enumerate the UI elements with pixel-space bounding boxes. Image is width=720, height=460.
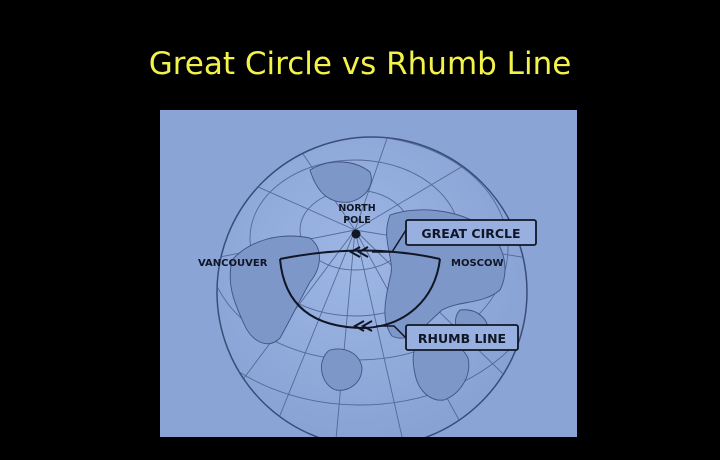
globe-diagram: NORTH POLE VANCOUVER MOSCOW GREAT CIRC bbox=[198, 136, 537, 437]
north-pole-marker bbox=[351, 229, 361, 239]
slide-title: Great Circle vs Rhumb Line bbox=[148, 46, 572, 82]
north-pole-label-line1: NORTH bbox=[338, 203, 375, 214]
moscow-label: MOSCOW bbox=[451, 258, 504, 269]
great-circle-leader bbox=[372, 229, 407, 253]
great-circle-callout-box bbox=[405, 219, 537, 246]
vancouver-label: VANCOUVER bbox=[198, 258, 268, 269]
great-circle-arrows bbox=[348, 246, 369, 258]
north-pole-label-line2: POLE bbox=[343, 215, 371, 226]
rhumb-line-arrows bbox=[352, 320, 373, 332]
globe-figure: NORTH POLE VANCOUVER MOSCOW GREAT CIRC bbox=[160, 110, 577, 437]
graticule bbox=[217, 137, 527, 437]
great-circle-label: GREAT CIRCLE bbox=[421, 226, 520, 241]
rhumb-line-leader bbox=[376, 325, 407, 339]
rhumb-line-callout-box bbox=[405, 324, 519, 351]
rhumb-line-label: RHUMB LINE bbox=[418, 331, 506, 346]
